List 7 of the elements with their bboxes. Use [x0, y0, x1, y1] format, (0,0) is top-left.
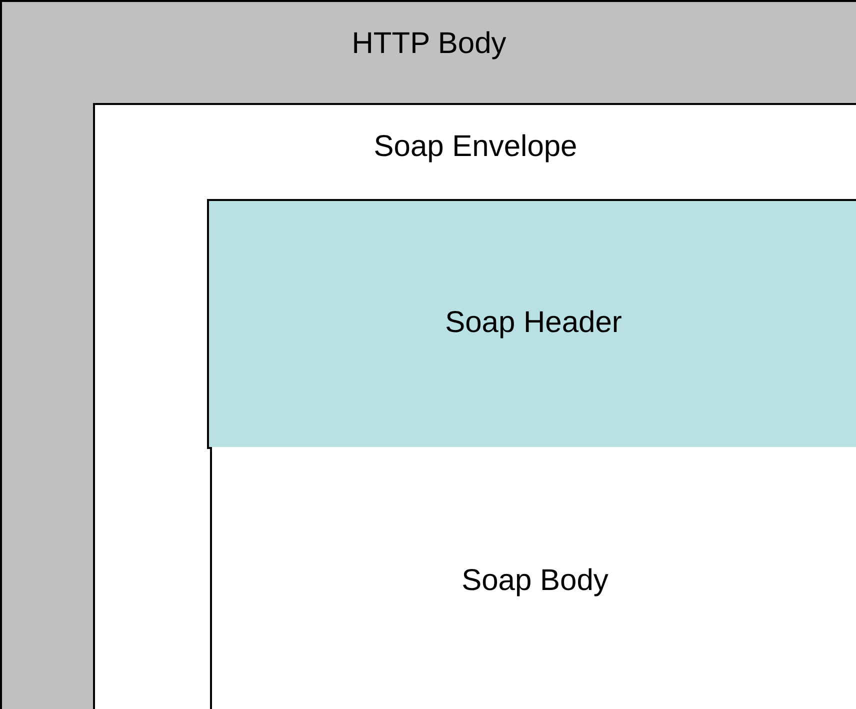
header-box: [207, 199, 856, 449]
envelope-box: [93, 103, 856, 709]
box-label: Soap Header: [445, 305, 622, 341]
box-label: Soap Body: [462, 563, 608, 599]
box-label: Soap Envelope: [374, 129, 578, 165]
body-box: [210, 447, 856, 709]
box-label: HTTP Body: [352, 26, 506, 62]
